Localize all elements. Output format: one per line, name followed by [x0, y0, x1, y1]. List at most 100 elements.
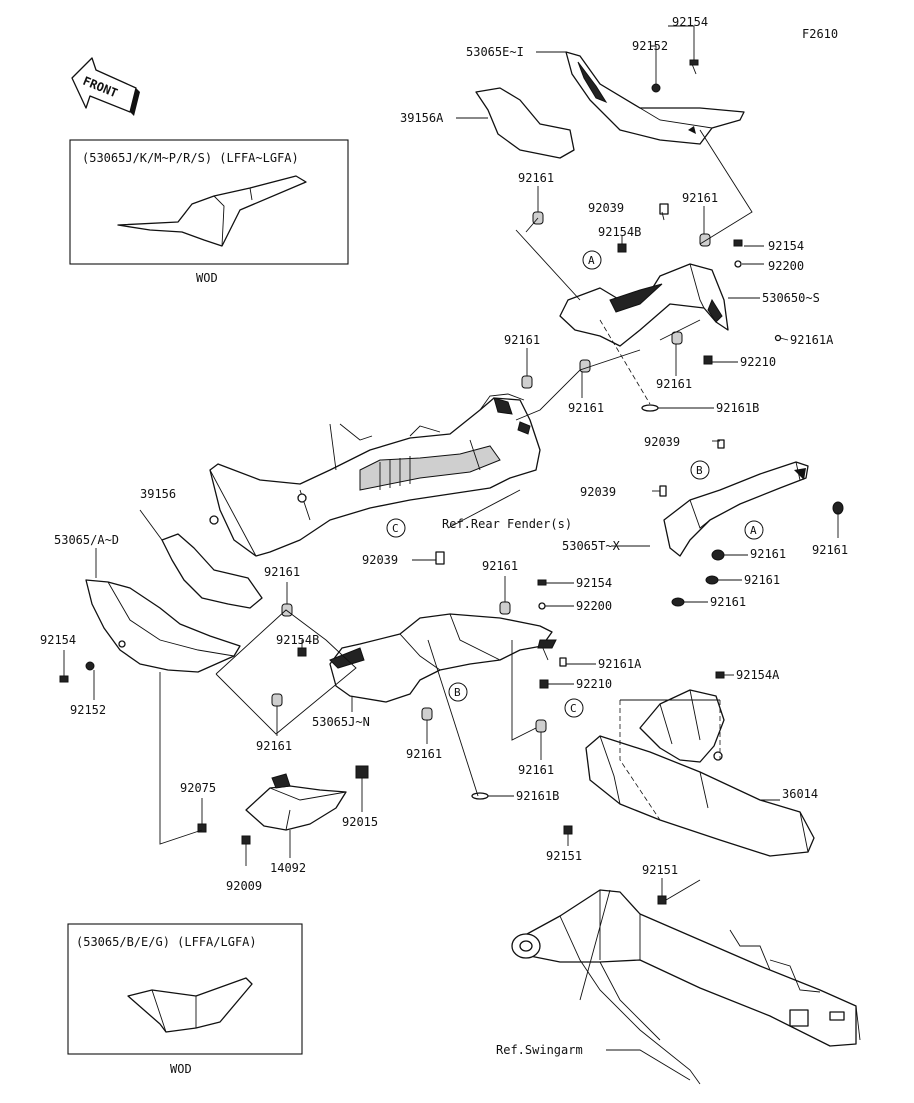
- callout-b-upper: B: [690, 460, 710, 480]
- part-label: 39156A: [400, 111, 444, 125]
- part-label: 92161: [406, 747, 442, 761]
- part-label: 92161: [750, 547, 786, 561]
- part-label: 92154B: [276, 633, 319, 647]
- swingarm-ref: [511, 889, 861, 1085]
- fastener-92151-a: [563, 825, 573, 835]
- callout-c-lower-text: C: [570, 702, 577, 715]
- grommet-92161-h: [671, 597, 685, 607]
- fastener-92151-b: [657, 895, 667, 905]
- fastener-92039-b: [717, 439, 725, 449]
- part-label: 92154: [672, 15, 708, 29]
- grommet-92161-f: [711, 549, 725, 561]
- part-label: 92161: [656, 377, 692, 391]
- pad-39156: [161, 533, 263, 609]
- part-label: 92161B: [516, 789, 559, 803]
- part-label: 92154A: [736, 668, 780, 682]
- fastener-92154a: [715, 671, 725, 679]
- leader-lines: [63, 25, 839, 1081]
- fastener-92161a-b: [559, 657, 567, 667]
- fastener-92154-top: [689, 59, 699, 75]
- callout-a-upper: A: [582, 250, 602, 270]
- figure-code: F2610: [802, 27, 838, 41]
- fastener-92161b-b: [471, 792, 489, 800]
- part-label: 53065/A~D: [54, 533, 119, 547]
- front-arrow-icon: FRONT: [71, 57, 140, 116]
- part-label: 92161: [264, 565, 300, 579]
- seat-cowl-upper: [565, 51, 745, 145]
- rear-fender-assembly: [209, 393, 541, 557]
- fastener-92039-a: [659, 203, 669, 215]
- part-label: 14092: [270, 861, 306, 875]
- fastener-92152-top: [651, 83, 661, 93]
- part-label: 92161: [812, 543, 848, 557]
- part-label: 39156: [140, 487, 176, 501]
- part-label: 92009: [226, 879, 262, 893]
- fastener-92154-b: [733, 239, 743, 247]
- fastener-92154-c: [537, 579, 547, 586]
- part-label: 92161: [256, 739, 292, 753]
- part-label: 92075: [180, 781, 216, 795]
- part-label: 92161: [744, 573, 780, 587]
- callout-b-lower: B: [448, 682, 468, 702]
- side-cover-right: [329, 613, 557, 703]
- part-label: 92161: [482, 559, 518, 573]
- part-label: Ref.Swingarm: [496, 1043, 583, 1057]
- callout-c-lower: C: [564, 698, 584, 718]
- part-label: 92039: [580, 485, 616, 499]
- grommet-92161-k: [499, 601, 511, 615]
- washer-92200-b: [538, 602, 546, 610]
- tail-cover: [559, 263, 729, 365]
- inset-box-bottom: (53065/B/E/G) (LFFA/LGFA) WOD: [67, 923, 303, 1076]
- part-label: 36014: [782, 787, 818, 801]
- part-label: 92039: [644, 435, 680, 449]
- inset-top-caption: WOD: [196, 271, 218, 285]
- callout-a-upper-text: A: [588, 254, 595, 267]
- part-label: 92161: [518, 763, 554, 777]
- fastener-92154b-b: [297, 647, 307, 657]
- callout-a-lower-text: A: [750, 524, 757, 537]
- part-label: 92152: [70, 703, 106, 717]
- grommet-92161-g: [705, 575, 719, 585]
- part-labels: 92154 92152 53065E~I 39156A 92161 92039 …: [40, 15, 848, 1057]
- fastener-92039-c: [659, 485, 667, 497]
- part-label: 92161: [710, 595, 746, 609]
- side-cover-small: [663, 461, 809, 557]
- fastener-92161b-a: [641, 404, 659, 412]
- grommet-92161-c: [671, 331, 683, 345]
- part-label: 92015: [342, 815, 378, 829]
- grommet-92161-l: [271, 693, 283, 707]
- washer-92200-a: [734, 260, 742, 268]
- fastener-92154b-a: [617, 243, 627, 253]
- part-label: 92154B: [598, 225, 641, 239]
- inset-box-top: (53065J/K/M~P/R/S) (LFFA~LGFA) WOD: [69, 139, 349, 285]
- fastener-92154-d: [59, 675, 69, 683]
- part-label: 92154: [40, 633, 76, 647]
- part-label: 53065T~X: [562, 539, 621, 553]
- fastener-92152-b: [85, 661, 95, 671]
- part-label: 92161B: [716, 401, 759, 415]
- fastener-92210-b: [539, 679, 549, 689]
- callout-b-lower-text: B: [454, 686, 461, 699]
- side-cover-left: [85, 579, 241, 673]
- pad-39156a: [475, 87, 575, 159]
- part-label: 92210: [576, 677, 612, 691]
- grommet-92161-d: [521, 375, 533, 389]
- part-label: 92154: [576, 576, 612, 590]
- part-label: 92161A: [598, 657, 642, 671]
- part-label: 92161: [518, 171, 554, 185]
- grommet-92161-j: [281, 603, 293, 617]
- inset-bottom-title: (53065/B/E/G) (LFFA/LGFA): [76, 935, 257, 949]
- part-label: 92151: [546, 849, 582, 863]
- part-label: 92039: [362, 553, 398, 567]
- part-label: 92151: [642, 863, 678, 877]
- callout-c-upper-text: C: [392, 522, 399, 535]
- part-label: 92210: [740, 355, 776, 369]
- part-label: 92154: [768, 239, 804, 253]
- part-label: 53065J~N: [312, 715, 370, 729]
- grommet-92161-b: [699, 233, 711, 247]
- part-label: Ref.Rear Fender(s): [442, 517, 572, 531]
- chain-cover: [585, 689, 815, 857]
- part-label: 530650~S: [762, 291, 820, 305]
- callout-b-upper-text: B: [696, 464, 703, 477]
- grommet-92161-m: [421, 707, 433, 721]
